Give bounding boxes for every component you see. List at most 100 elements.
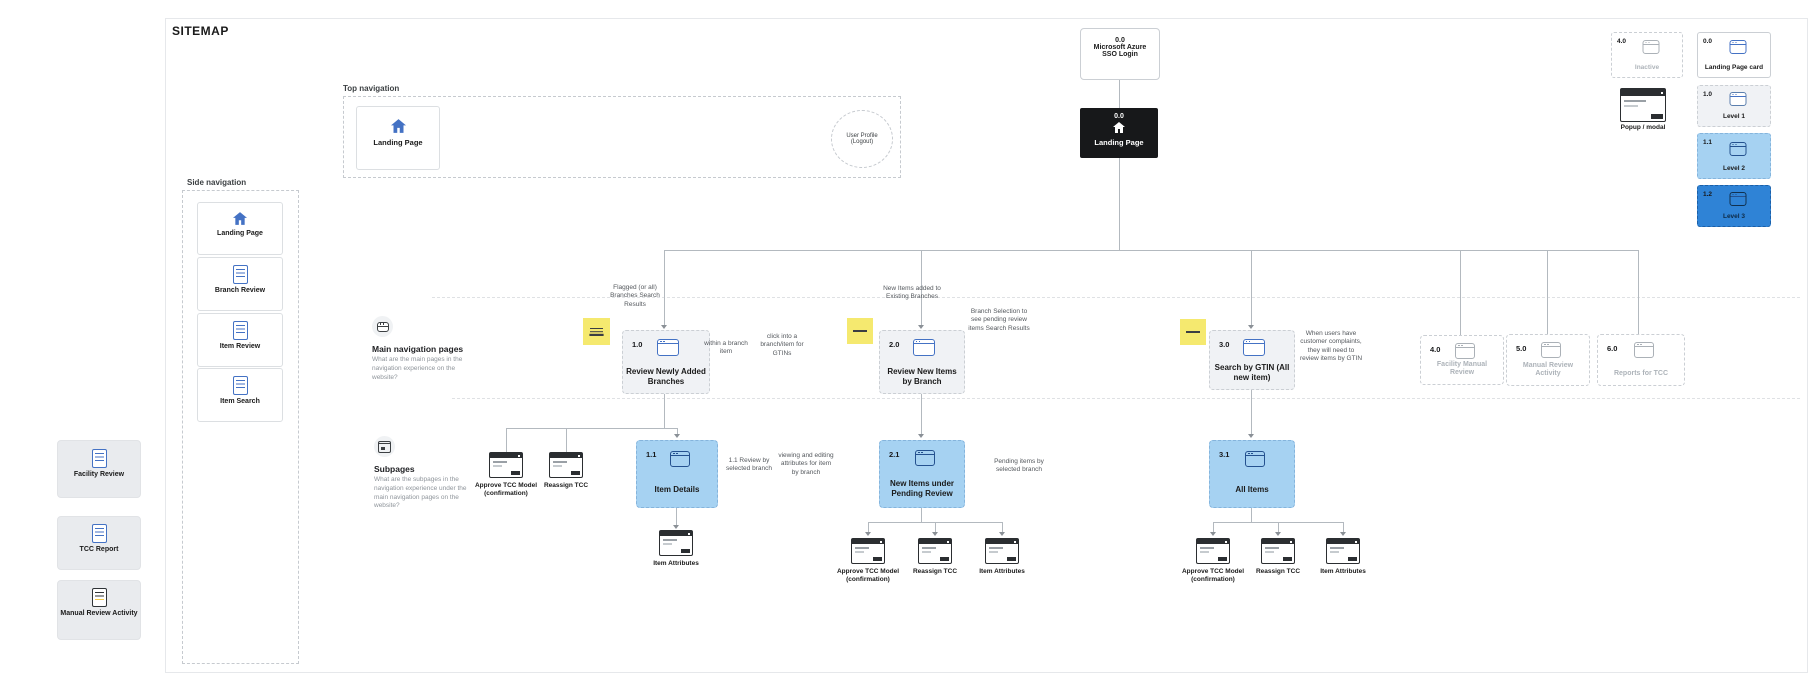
browser-window-icon xyxy=(912,339,935,356)
profile-label2: (Logout) xyxy=(850,139,874,145)
subpage-reassign-tcc[interactable]: Reassign TCC xyxy=(534,452,598,490)
node-label: Landing Page xyxy=(1094,138,1144,147)
legend-label: Level 2 xyxy=(1722,164,1746,172)
legend-landing-page-card[interactable]: 0.0 Landing Page card xyxy=(1697,32,1771,78)
legend-inactive-card[interactable]: 4.0 Inactive xyxy=(1611,32,1683,78)
dash-icon xyxy=(1186,330,1200,334)
legend-level-1-card[interactable]: 1.0 Level 1 xyxy=(1697,85,1771,127)
subpage-label: Reassign TCC xyxy=(1255,568,1301,575)
node-1-1-item-details[interactable]: 1.1 Item Details xyxy=(636,440,718,508)
node-3-1-all-items[interactable]: 3.1 All Items xyxy=(1209,440,1295,508)
subpage-reassign-tcc[interactable]: Reassign TCC xyxy=(903,538,967,576)
connector xyxy=(664,250,665,325)
sidenav-item-branch-review[interactable]: Branch Review xyxy=(197,257,283,311)
node-6-0-reports-for-tcc[interactable]: 6.0 Reports for TCC xyxy=(1597,334,1685,386)
card-label: Manual Review Activity xyxy=(60,610,138,617)
connector xyxy=(921,506,922,522)
subpage-approve-tcc-model[interactable]: Approve TCC Model (confirmation) xyxy=(1181,538,1245,585)
node-number: 5.0 xyxy=(1516,344,1527,353)
legend-level-2-card[interactable]: 1.1 Level 2 xyxy=(1697,133,1771,179)
legend-number: 1.1 xyxy=(1703,139,1713,146)
subpages-lane-icon-circle xyxy=(374,436,395,457)
browser-window-icon xyxy=(1634,342,1655,358)
modal-window-icon xyxy=(985,538,1019,564)
annotation: When users have customer complaints, the… xyxy=(1299,330,1363,363)
subpage-item-attributes[interactable]: Item Attributes xyxy=(970,538,1034,576)
subpage-item-attributes[interactable]: Item Attributes xyxy=(644,530,708,568)
browser-window-icon xyxy=(1729,40,1747,54)
sticky-note-dash[interactable] xyxy=(847,318,873,344)
topnav-landing-page-card[interactable]: Landing Page xyxy=(356,106,440,170)
document-icon xyxy=(91,524,107,543)
connector xyxy=(1119,78,1120,108)
node-number: 3.1 xyxy=(1219,450,1230,459)
subpage-approve-tcc-model[interactable]: Approve TCC Model (confirmation) xyxy=(474,452,538,499)
sidenav-item-item-search[interactable]: Item Search xyxy=(197,368,283,422)
lane-separator-main xyxy=(432,297,1800,298)
connector xyxy=(1343,522,1344,533)
node-2-0-review-new-items-by-branch[interactable]: 2.0 Review New Items by Branch xyxy=(879,330,965,394)
connector xyxy=(921,250,922,325)
card-facility-review[interactable]: Facility Review xyxy=(57,440,141,498)
modal-window-icon xyxy=(549,452,583,478)
browser-window-icon xyxy=(1455,343,1476,359)
document-icon xyxy=(232,321,248,340)
modal-window-icon xyxy=(1196,538,1230,564)
node-number: 3.0 xyxy=(1219,340,1230,349)
connector xyxy=(506,428,677,429)
connector xyxy=(1213,522,1214,533)
subpage-item-attributes[interactable]: Item Attributes xyxy=(1311,538,1375,576)
browser-window-icon xyxy=(1729,92,1747,106)
subpages-lane-desc: What are the subpages in the navigation … xyxy=(374,476,467,510)
card-tcc-report[interactable]: TCC Report xyxy=(57,516,141,570)
node-3-0-search-by-gtin[interactable]: 3.0 Search by GTIN (All new item) xyxy=(1209,330,1295,390)
browser-window-icon xyxy=(670,451,691,467)
node-sso-login[interactable]: 0.0 Microsoft Azure SSO Login xyxy=(1080,28,1160,80)
annotation: click into a branch/item for GTINs xyxy=(760,333,804,357)
main-pages-lane-icon-circle xyxy=(372,316,393,337)
subpages-lane-title: Subpages xyxy=(374,464,415,474)
legend-label: Inactive xyxy=(1634,63,1660,71)
connector xyxy=(1251,506,1252,522)
node-label: New Items under Pending Review xyxy=(889,479,954,498)
node-4-0-facility-manual-review[interactable]: 4.0 Facility Manual Review xyxy=(1420,335,1504,385)
browser-window-icon xyxy=(1729,142,1747,156)
home-icon xyxy=(233,212,247,225)
legend-level-3-card[interactable]: 1.2 Level 3 xyxy=(1697,185,1771,227)
node-number: 1.0 xyxy=(632,340,643,349)
arrowhead xyxy=(932,532,938,536)
node-5-0-manual-review-activity[interactable]: 5.0 Manual Review Activity xyxy=(1506,334,1590,386)
connector xyxy=(677,428,678,435)
subpage-label: Approve TCC Model (confirmation) xyxy=(474,482,538,498)
user-profile-circle[interactable]: User Profile (Logout) xyxy=(831,110,893,168)
sidenav-item-item-review[interactable]: Item Review xyxy=(197,313,283,367)
sticky-note-dash[interactable] xyxy=(1180,319,1206,345)
arrowhead xyxy=(1275,532,1281,536)
modal-window-icon xyxy=(659,530,693,556)
legend-label: Landing Page card xyxy=(1704,63,1764,71)
sticky-note-menu[interactable] xyxy=(583,318,610,345)
legend-number: 1.2 xyxy=(1703,191,1713,198)
node-number: 4.0 xyxy=(1430,345,1441,354)
subpage-label: Reassign TCC xyxy=(543,482,589,489)
document-icon xyxy=(232,376,248,395)
annotation: New Items added to Existing Branches xyxy=(883,285,941,301)
legend-popup-modal[interactable]: Popup / modal xyxy=(1620,88,1666,131)
card-manual-review-activity[interactable]: Manual Review Activity xyxy=(57,580,141,640)
modal-window-icon xyxy=(1261,538,1295,564)
arrowhead xyxy=(661,325,667,329)
browser-window-icon xyxy=(1642,40,1659,54)
node-label: Manual Review Activity xyxy=(1522,361,1574,378)
subpage-reassign-tcc[interactable]: Reassign TCC xyxy=(1246,538,1310,576)
subpage-approve-tcc-model[interactable]: Approve TCC Model (confirmation) xyxy=(836,538,900,585)
browser-window-icon xyxy=(1541,342,1562,358)
node-label: Facility Manual Review xyxy=(1436,360,1488,377)
node-label: Microsoft Azure xyxy=(1093,44,1147,51)
node-1-0-review-newly-added-branches[interactable]: 1.0 Review Newly Added Branches xyxy=(622,330,710,394)
dash-icon xyxy=(853,329,867,333)
sidenav-item-landing-page[interactable]: Landing Page xyxy=(197,202,283,255)
modal-window-icon xyxy=(378,440,391,453)
arrowhead xyxy=(1340,532,1346,536)
node-root-landing-page[interactable]: 0.0 Landing Page xyxy=(1080,108,1158,158)
node-2-1-new-items-under-pending-review[interactable]: 2.1 New Items under Pending Review xyxy=(879,440,965,508)
